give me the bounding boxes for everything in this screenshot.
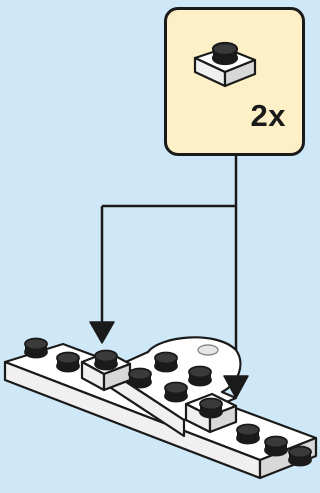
arrowheads: [89, 321, 249, 399]
part-quantity: 2x: [250, 98, 286, 133]
stud: [24, 337, 48, 359]
arrowhead-right: [223, 375, 249, 399]
stud: [236, 423, 260, 445]
stud: [56, 351, 80, 373]
stud: [188, 365, 212, 387]
stud: [164, 381, 188, 403]
plate-1x1-icon: [193, 41, 257, 88]
stud: [94, 349, 118, 371]
parts-callout: 2x: [164, 7, 305, 156]
stud: [264, 435, 288, 457]
hollow-stud: [197, 344, 219, 356]
arrowhead-left: [89, 321, 115, 344]
studs: [24, 337, 312, 467]
stud: [154, 351, 178, 373]
stud: [199, 397, 223, 419]
stud: [128, 367, 152, 389]
stud: [288, 445, 312, 467]
